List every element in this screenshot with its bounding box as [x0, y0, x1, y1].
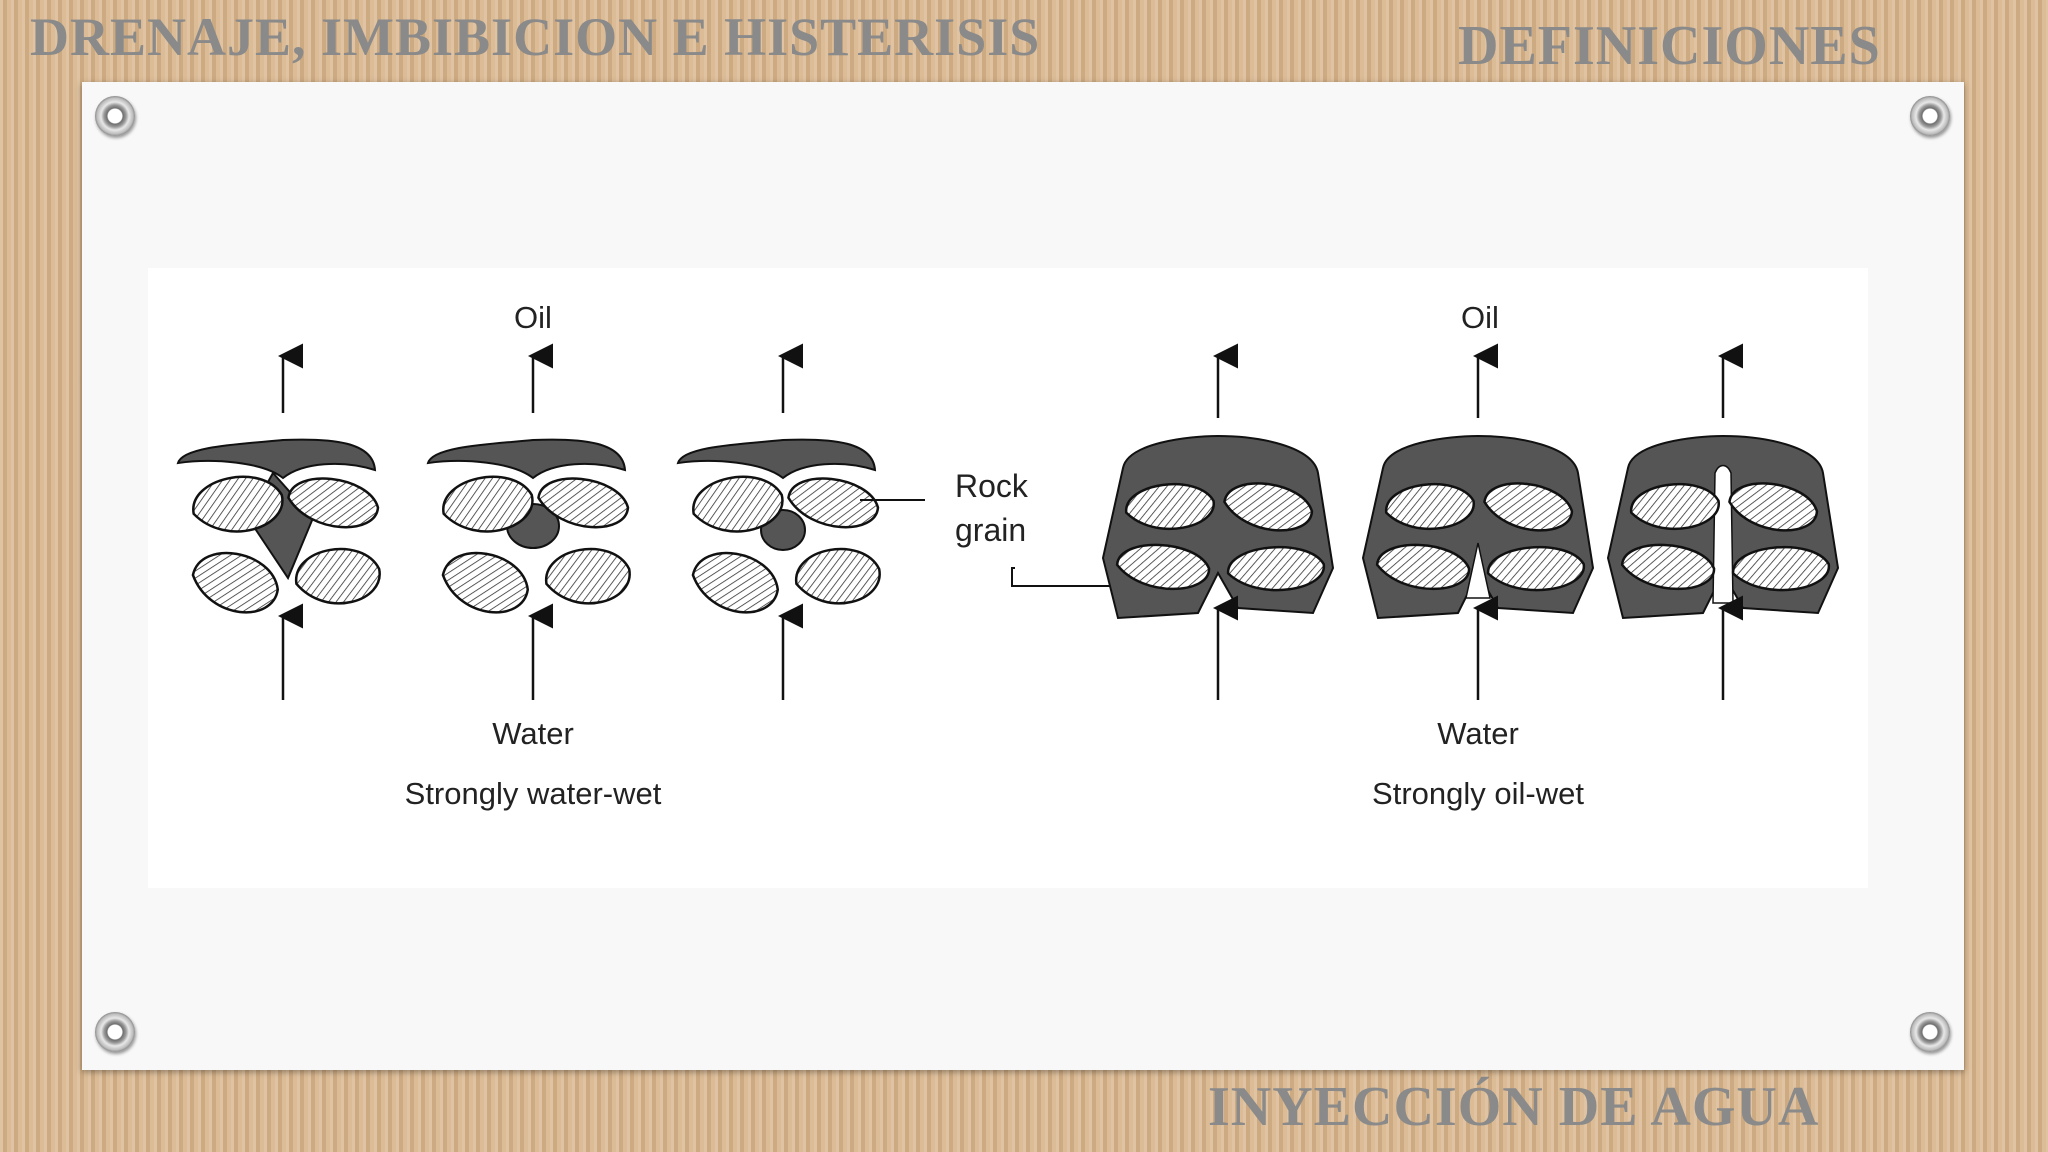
water-label-oil-wet: Water — [1437, 716, 1519, 751]
rock-grain — [1223, 482, 1314, 532]
caption-oil-wet: Strongly oil-wet — [1372, 776, 1584, 811]
oil-phase — [426, 438, 627, 480]
rock-grain — [1483, 482, 1574, 532]
rock-grain — [1384, 482, 1475, 530]
rock-grain — [545, 547, 631, 605]
diagram-layer — [176, 343, 1840, 700]
rock-grain — [1486, 545, 1585, 592]
grommet-icon — [1910, 96, 1950, 136]
rock-grain — [1115, 543, 1211, 591]
slide-title: DRENAJE, IMBIBICION E HISTERISIS — [30, 7, 1041, 67]
water-label-water-wet: Water — [492, 716, 574, 751]
pore-scale-diagram — [176, 343, 1840, 700]
rock-grain — [795, 547, 881, 605]
rock-grain — [692, 475, 784, 533]
rock-grain — [295, 547, 381, 605]
oil-label-water-wet: Oil — [514, 300, 552, 335]
callout-line — [1011, 567, 1138, 587]
grommet-icon — [95, 1012, 135, 1052]
rock-grain — [787, 477, 880, 529]
rock-grain — [1620, 543, 1716, 591]
topic-footer: INYECCIÓN DE AGUA — [1208, 1076, 1820, 1138]
rock-grain — [1124, 482, 1215, 530]
rock-grain-label-line1: Rock — [955, 468, 1028, 504]
rock-grain — [1226, 545, 1325, 592]
grommet-icon — [95, 96, 135, 136]
rock-grain — [1728, 482, 1819, 532]
rock-grain — [442, 475, 534, 533]
rock-grain — [441, 551, 530, 614]
wettability-diagram: Oil Water Strongly water-wet Oil Water S… — [148, 268, 1868, 888]
rock-grain-label-line2: grain — [955, 512, 1027, 548]
rock-grain — [287, 477, 380, 529]
oil-label-oil-wet: Oil — [1461, 300, 1499, 335]
oil-phase — [176, 438, 377, 480]
rock-grain — [537, 477, 630, 529]
rock-grain — [691, 551, 780, 614]
rock-grain — [191, 551, 280, 614]
oil-phase — [676, 438, 877, 480]
rock-grain — [1375, 543, 1471, 591]
rock-grain — [192, 475, 284, 533]
water-channel — [1712, 464, 1734, 604]
grommet-icon — [1910, 1012, 1950, 1052]
rock-grain — [1731, 545, 1830, 592]
section-heading: DEFINICIONES — [1458, 15, 1881, 77]
caption-water-wet: Strongly water-wet — [404, 776, 662, 811]
rock-grain — [1629, 482, 1720, 530]
